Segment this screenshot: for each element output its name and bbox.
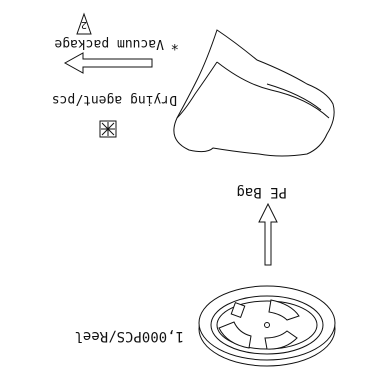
- step-triangle-icon: 2: [76, 12, 92, 35]
- pe-bag-icon: [173, 29, 335, 157]
- note-marker: *: [171, 36, 179, 52]
- reel-icon: [198, 285, 336, 367]
- drying-agent-icon: [99, 120, 117, 138]
- pe-bag-label: PE Bag: [236, 184, 287, 200]
- reel-quantity-label: 1,000PCS/Reel: [74, 328, 184, 344]
- rotated-drawing: 1,000PCS/Reel PE Bag Drying agent/pcs * …: [52, 12, 336, 367]
- right-arrow-icon: [63, 52, 153, 74]
- up-arrow-icon: [258, 202, 278, 266]
- vacuum-package-label: Vacuum package: [54, 36, 164, 51]
- drying-agent-label: Drying agent/pcs: [52, 92, 177, 107]
- step-number: 2: [81, 19, 87, 30]
